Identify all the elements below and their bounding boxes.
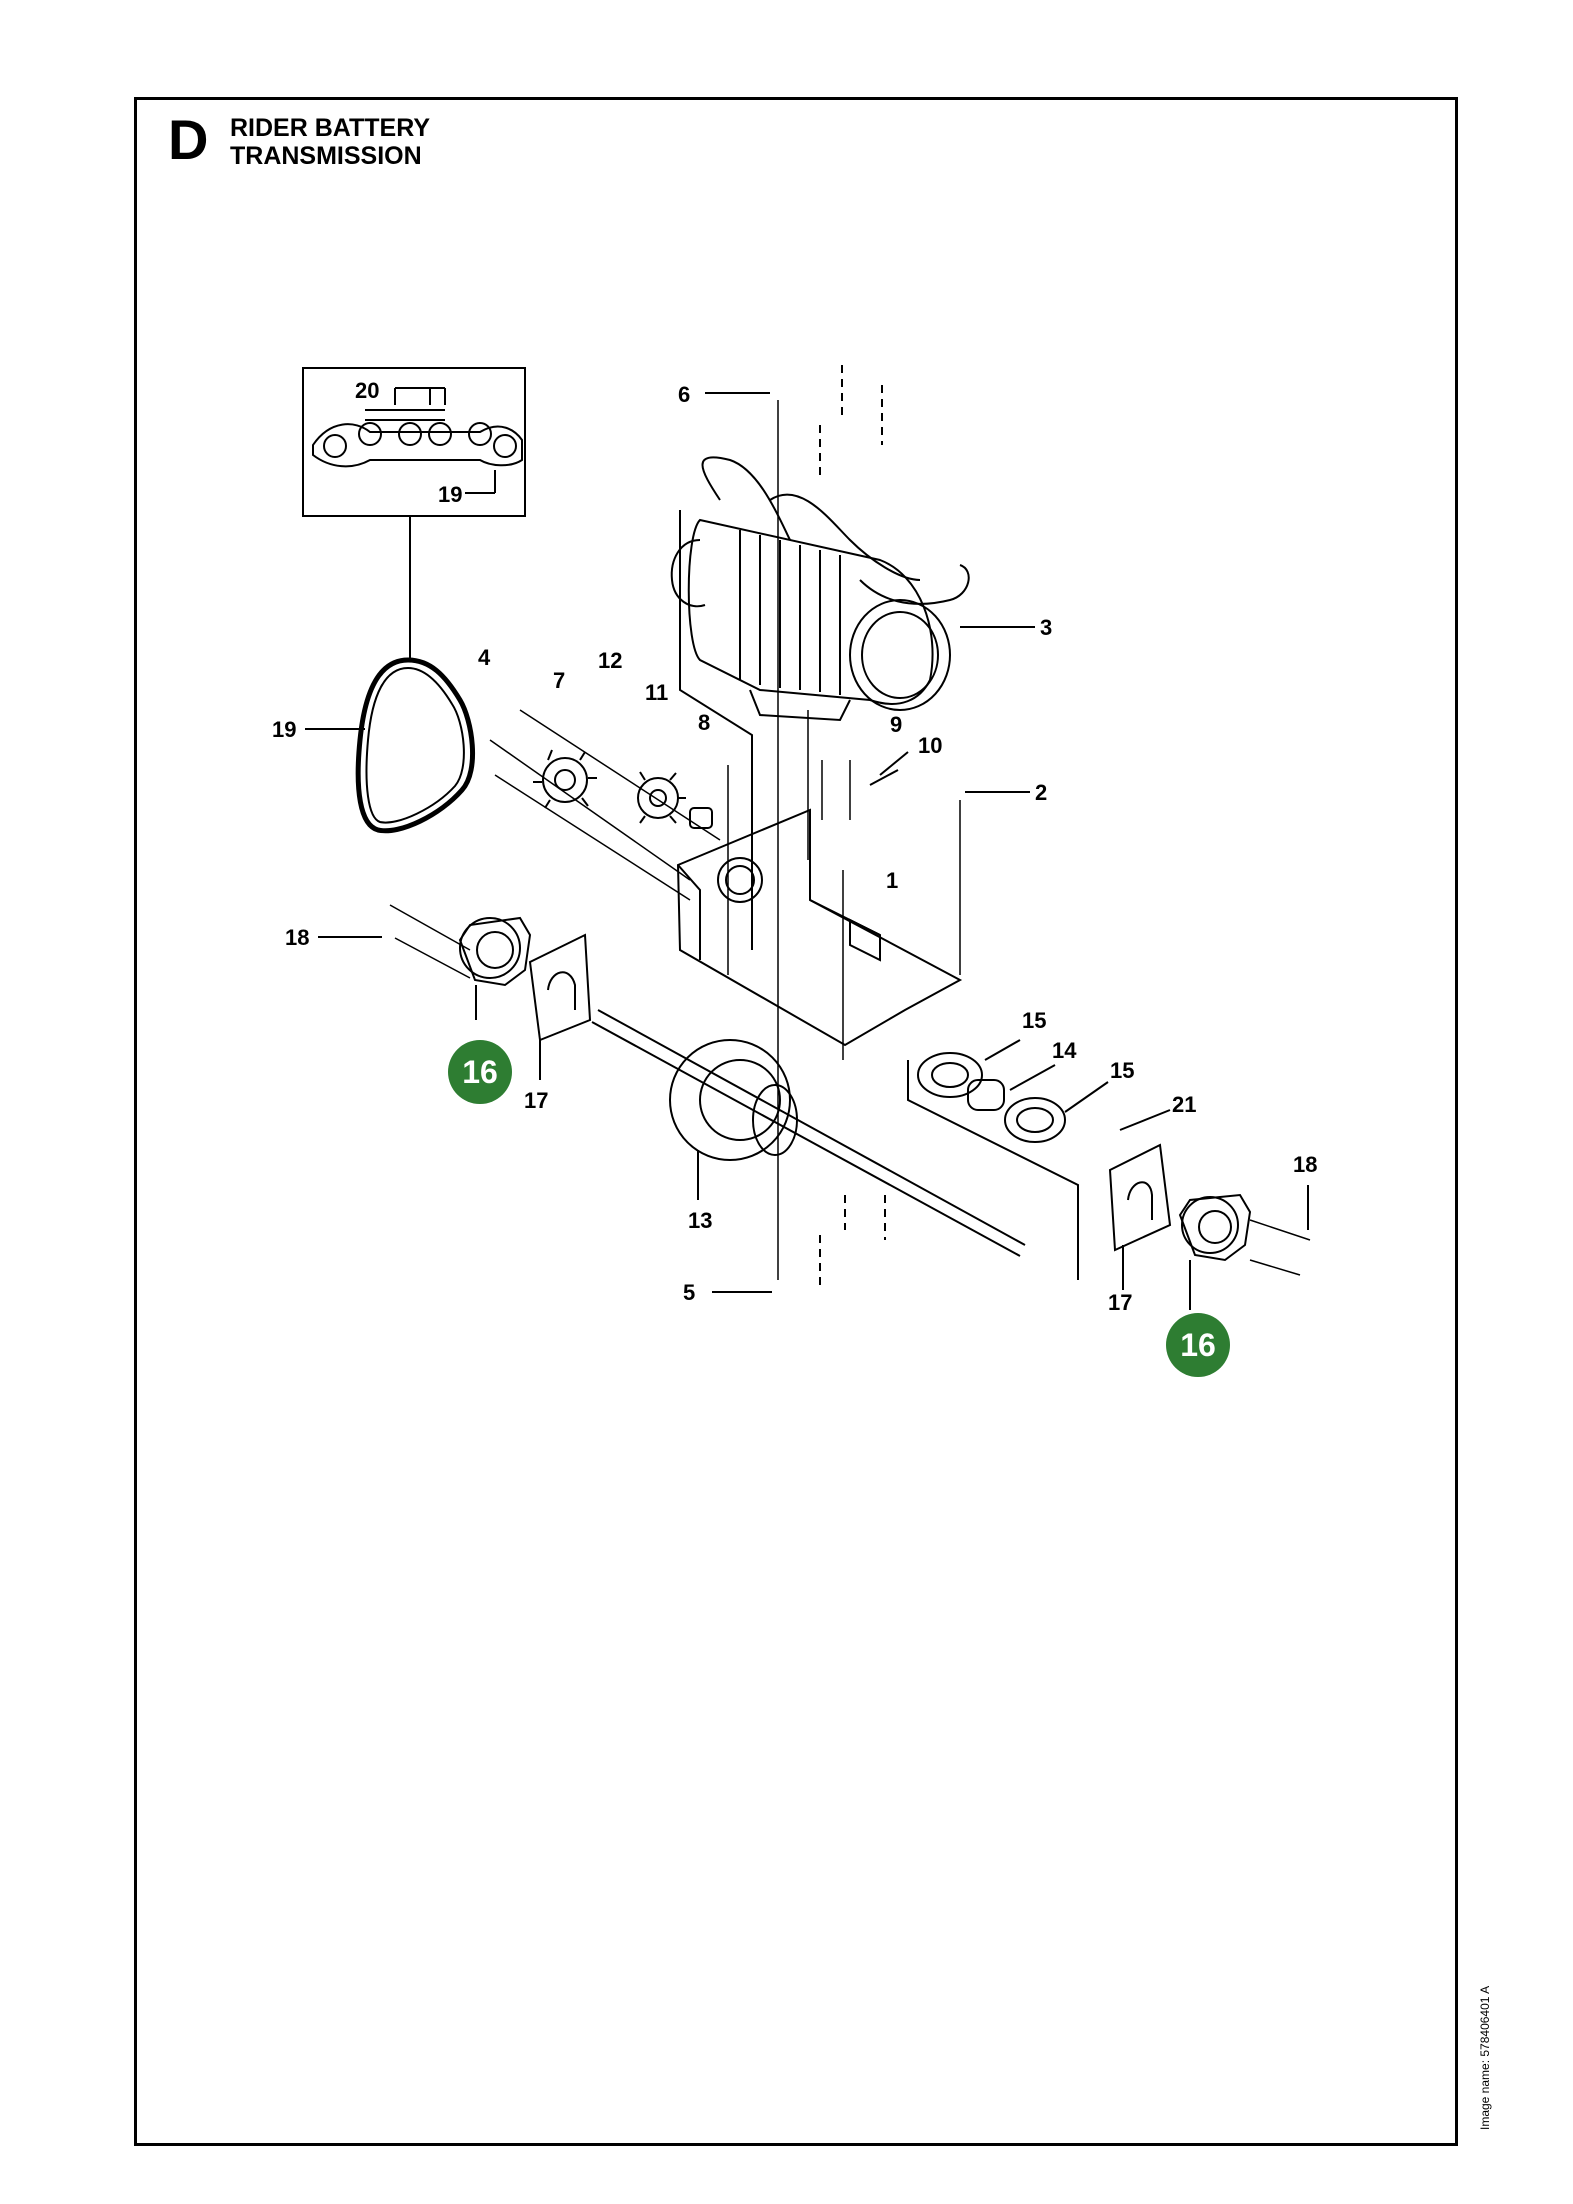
section-letter: D: [168, 108, 209, 171]
left-hub-plate: [528, 933, 592, 1042]
callout-4: 4: [478, 645, 491, 670]
chain-roller: [428, 422, 452, 446]
callout-20: 20: [355, 378, 379, 403]
callout-9: 9: [890, 712, 902, 737]
callout-15b: 15: [1110, 1058, 1134, 1083]
chain-roller: [468, 422, 492, 446]
callout-21: 21: [1172, 1092, 1196, 1117]
bearing: [967, 1079, 1005, 1111]
electric-motor: [670, 456, 970, 722]
right-wheel-hub: [1178, 1193, 1252, 1262]
callout-1: 1: [886, 868, 898, 893]
callout-18: 18: [285, 925, 309, 950]
callout-19-inset: 19: [438, 482, 462, 507]
drive-chain: [355, 657, 475, 834]
callout-5: 5: [683, 1280, 695, 1305]
small-sprocket: [637, 771, 686, 824]
chain-link-outline: [312, 423, 523, 468]
callout-6: 6: [678, 382, 690, 407]
highlight-callout-16-right: 16: [1166, 1313, 1230, 1377]
page-title-line-2: TRANSMISSION: [230, 142, 422, 170]
svg-text:16: 16: [1180, 1327, 1216, 1363]
callout-11: 11: [645, 680, 668, 705]
callout-17: 17: [524, 1088, 548, 1113]
drive-sprocket: [533, 749, 597, 809]
callout-7: 7: [553, 668, 565, 693]
page-title-line-1: RIDER BATTERY: [230, 114, 430, 142]
callout-14: 14: [1052, 1038, 1077, 1063]
highlight-callout-16-left: 16: [448, 1040, 512, 1104]
callout-2: 2: [1035, 780, 1047, 805]
callout-8: 8: [698, 710, 710, 735]
right-hub-plate: [1108, 1143, 1172, 1252]
callout-13: 13: [688, 1208, 712, 1233]
shaft-collar: [689, 807, 713, 829]
chain-roller: [323, 434, 347, 458]
chain-detail-inset: [302, 367, 526, 517]
chain-roller: [398, 422, 422, 446]
callout-18b: 18: [1293, 1152, 1317, 1177]
chain-roller: [358, 422, 382, 446]
callout-15: 15: [1022, 1008, 1046, 1033]
callout-10: 10: [918, 733, 942, 758]
svg-text:16: 16: [462, 1054, 498, 1090]
callout-3: 3: [1040, 615, 1052, 640]
callout-12: 12: [598, 648, 622, 673]
chain-roller: [493, 434, 517, 458]
callout-19: 19: [272, 717, 296, 742]
drawing-frame: [134, 97, 1458, 2146]
bearing-flange: [1004, 1097, 1066, 1143]
callout-17b: 17: [1108, 1290, 1132, 1315]
rear-axle: [591, 1009, 1026, 1257]
motor-mounting-bracket: [676, 808, 963, 1047]
image-name-label: Image name: 578406401 A: [1478, 1985, 1492, 2130]
bearing-flange: [917, 1052, 983, 1098]
left-wheel-hub: [458, 916, 532, 987]
